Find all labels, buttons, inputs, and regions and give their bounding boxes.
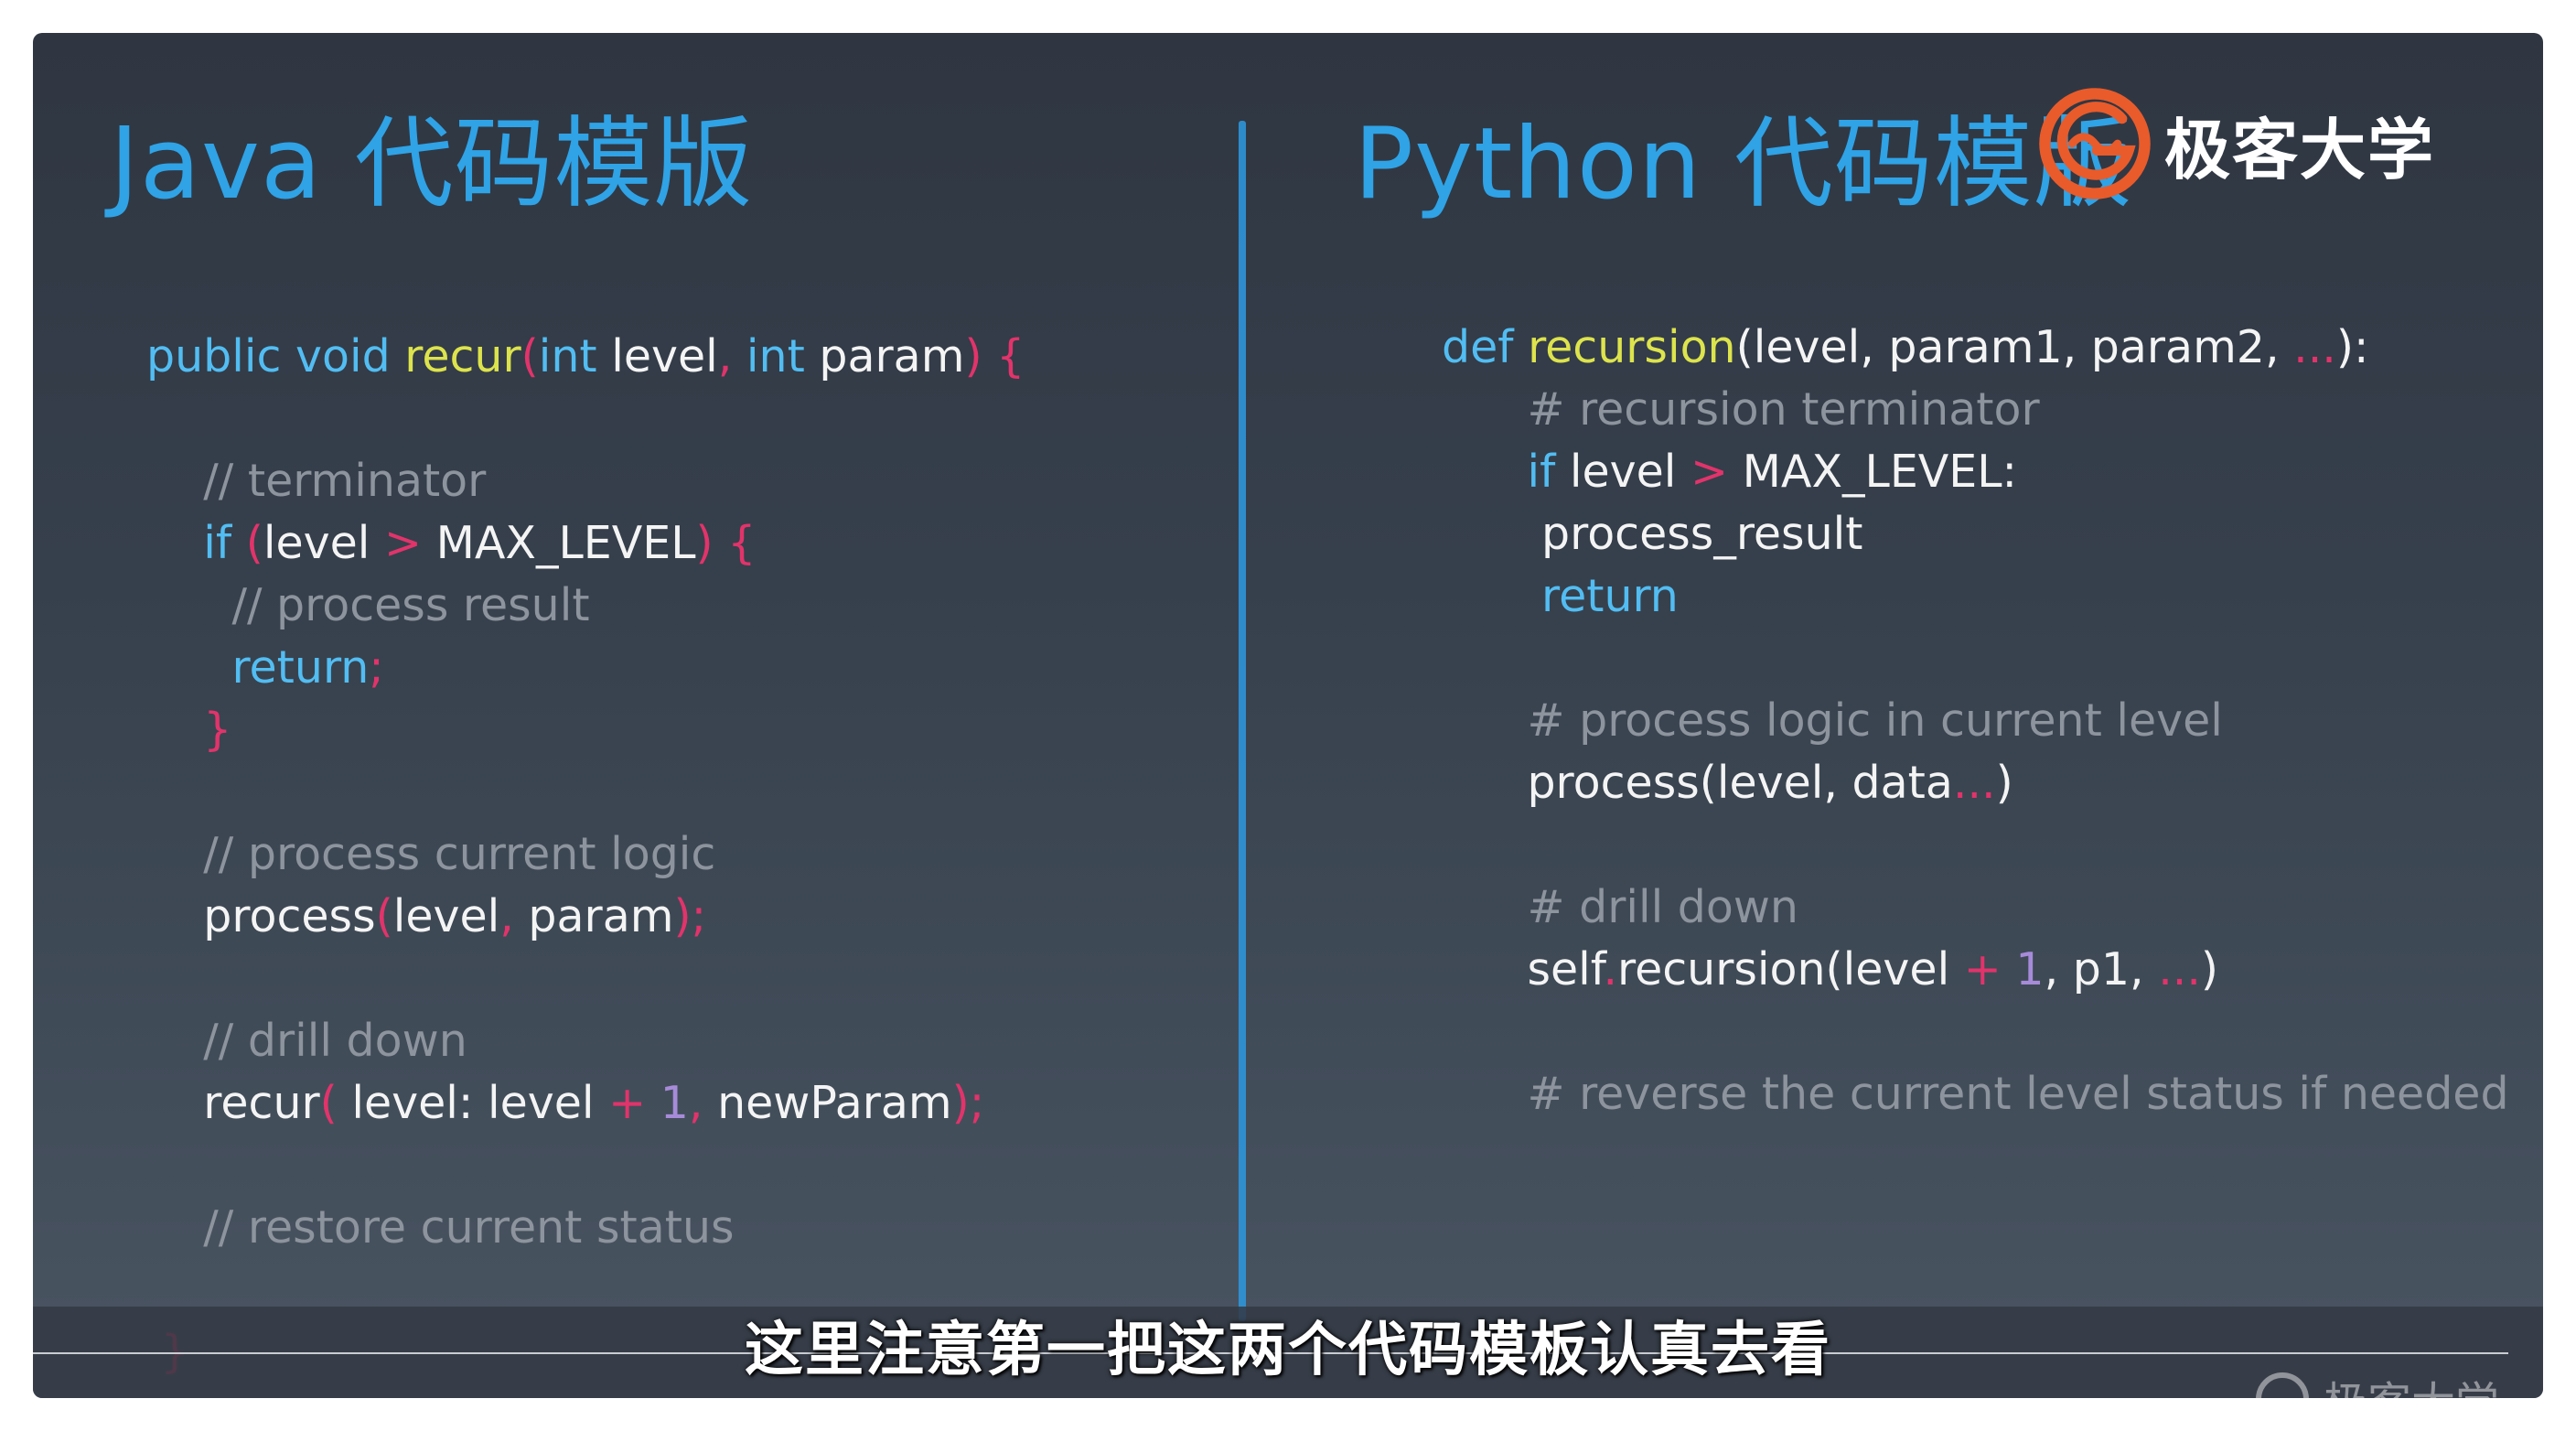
java-code-line: // restore current status [146, 1197, 735, 1259]
python-code-line: # recursion terminator [1442, 379, 2040, 441]
java-template-title: Java 代码模版 [110, 107, 754, 221]
python-code-line: self.recursion(level + 1, p1, ...) [1442, 939, 2218, 1001]
code-token: recur [146, 1077, 320, 1129]
python-code-line: def recursion(level, param1, param2, ...… [1442, 317, 2369, 379]
python-template-title: Python 代码模版 [1354, 107, 2133, 221]
code-token: ); [951, 1077, 985, 1129]
code-token: level [1569, 446, 1691, 498]
code-token: # recursion terminator [1442, 383, 2040, 436]
code-token: ... [2293, 321, 2336, 373]
code-token: level [392, 890, 500, 942]
code-token: > [1690, 446, 1743, 498]
code-token: 1 [660, 1077, 689, 1129]
code-token: . [1603, 943, 1618, 995]
subtitle-rule [33, 1352, 2508, 1354]
code-token: ) { [695, 517, 757, 569]
code-token: + [1963, 943, 2016, 995]
slide-frame: Java 代码模版 Python 代码模版 极客大学 public void r… [33, 33, 2543, 1398]
code-token: } [146, 704, 232, 756]
java-code-line: recur( level: level + 1, newParam); [146, 1072, 984, 1135]
code-token: , [688, 1077, 718, 1129]
code-token: , [499, 890, 529, 942]
code-token: , p1, [2044, 943, 2159, 995]
code-token: 1 [2015, 943, 2045, 995]
python-code-line: # drill down [1442, 877, 1798, 939]
code-token: recursion(level [1617, 943, 1964, 995]
code-token: recursion [1528, 321, 1736, 373]
code-token: ( [319, 1077, 352, 1129]
java-code-line: public void recur(int level, int param) … [146, 326, 1025, 388]
code-token: (level, param1, param2, [1735, 321, 2294, 373]
code-token: process [146, 890, 376, 942]
python-code-line: process(level, data...) [1442, 752, 2013, 814]
code-token: // process current logic [146, 828, 716, 880]
code-token: > [383, 517, 436, 569]
code-token: level: level [351, 1077, 609, 1129]
code-token: param [528, 890, 674, 942]
code-token: // terminator [146, 455, 487, 507]
code-token: ); [673, 890, 707, 942]
code-token: process(level, data [1442, 757, 1953, 809]
code-token: ( [521, 330, 539, 382]
python-code-line: if level > MAX_LEVEL: [1442, 441, 2017, 503]
code-token: # process logic in current level [1442, 694, 2223, 747]
code-token: // drill down [146, 1015, 467, 1067]
video-subtitle: 这里注意第一把这两个代码模板认真去看 [745, 1317, 1831, 1384]
python-code-line: # reverse the current level status if ne… [1442, 1063, 2509, 1125]
java-code-line: return; [146, 637, 384, 699]
code-token: return [146, 641, 370, 694]
code-token: + [608, 1077, 660, 1129]
code-token: ( [375, 890, 393, 942]
brand-logo-text: 极客大学 [2164, 111, 2436, 188]
code-token: int [746, 330, 820, 382]
column-divider [1239, 121, 1246, 1321]
java-code-line: } [146, 699, 231, 761]
code-token: int [538, 330, 612, 382]
code-token: level [263, 517, 384, 569]
watermark-logo-icon [2256, 1372, 2309, 1398]
code-token: recur [404, 330, 521, 382]
java-code-line: // terminator [146, 450, 486, 512]
code-token: ... [2158, 943, 2201, 995]
code-token: newParam [717, 1077, 952, 1129]
code-token: ) [2200, 943, 2219, 995]
code-token: ) [1995, 757, 2013, 809]
code-token: # reverse the current level status if ne… [1442, 1068, 2509, 1120]
java-code-line: // process current logic [146, 823, 715, 886]
code-token: // process result [146, 579, 590, 631]
watermark-text: 极客大学 [2324, 1367, 2499, 1398]
java-code-line: // drill down [146, 1010, 467, 1072]
java-code-line: process(level, param); [146, 886, 706, 948]
java-code-line: // process result [146, 575, 590, 637]
code-token: ; [369, 641, 384, 694]
python-code-line: return [1442, 565, 1679, 628]
python-code-line: process_result [1442, 503, 1862, 565]
code-token: ... [1952, 757, 1996, 809]
code-token: if [146, 517, 246, 569]
code-token: ) { [964, 330, 1025, 382]
code-token: process_result [1442, 508, 1863, 560]
code-token: if [1442, 446, 1570, 498]
code-token: MAX_LEVEL [435, 517, 696, 569]
code-token: ( [245, 517, 263, 569]
code-token: MAX_LEVEL: [1742, 446, 2018, 498]
watermark: 极客大学 [2256, 1367, 2499, 1398]
geek-university-logo-icon [2039, 88, 2151, 199]
code-token: param [819, 330, 965, 382]
java-code-line: if (level > MAX_LEVEL) { [146, 512, 756, 575]
brand-logo: 极客大学 [2038, 84, 2435, 203]
code-token: public void [146, 330, 405, 382]
code-token: self [1442, 943, 1604, 995]
python-code-line: # process logic in current level [1442, 690, 2223, 752]
code-token: , [717, 330, 746, 382]
code-token: def [1442, 321, 1529, 373]
code-token: ): [2335, 321, 2369, 373]
code-token: level [611, 330, 718, 382]
code-token: # drill down [1442, 881, 1798, 933]
code-token: // restore current status [146, 1201, 735, 1253]
code-token: return [1442, 570, 1679, 622]
